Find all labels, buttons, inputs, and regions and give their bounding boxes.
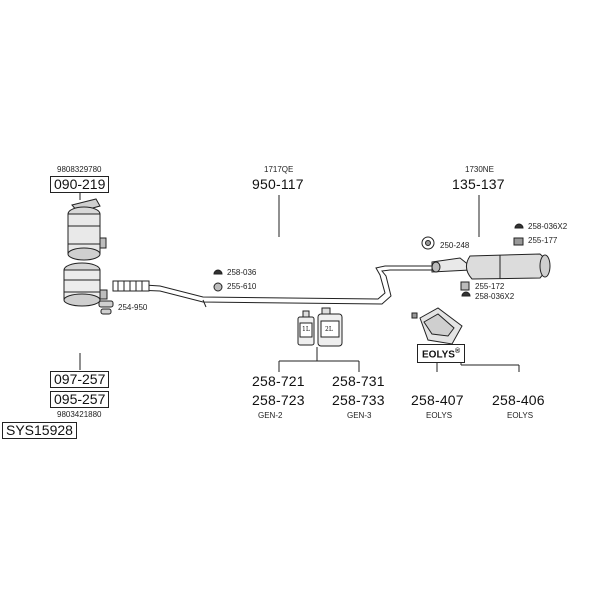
rear-silencer-drawing <box>431 253 551 280</box>
additive-gen3-part-b[interactable]: 258-733 <box>332 392 385 408</box>
eolys-bag-drawing <box>411 307 463 345</box>
fitting-258-036x2-top[interactable]: 258-036X2 <box>528 222 568 231</box>
eolys-part-b[interactable]: 258-406 <box>492 392 545 408</box>
fitting-255-172[interactable]: 255-172 <box>475 282 505 291</box>
eolys-registered-mark: ® <box>454 348 461 355</box>
hanger-255-610-drawing <box>213 282 223 292</box>
eolys-badge: EOLYS® <box>417 344 466 364</box>
rear-silencer-ref: 1730NE <box>465 165 494 174</box>
catalyst-part-number[interactable]: 090-219 <box>50 176 110 193</box>
fitting-255-610[interactable]: 255-610 <box>227 282 257 291</box>
additive-gen3-caption: GEN-3 <box>347 411 372 420</box>
front-pipe-part-number[interactable]: 950-117 <box>252 176 304 192</box>
eolys-caption-a: EOLYS <box>426 411 453 420</box>
bottle-large-label: 2L <box>325 326 333 333</box>
front-pipe-ref: 1717QE <box>264 165 294 174</box>
rear-hangers-drawing <box>460 223 524 297</box>
clamp-250-248-drawing <box>421 236 435 250</box>
fitting-258-036x2-bottom[interactable]: 258-036X2 <box>475 292 515 301</box>
additive-gen2-part-a[interactable]: 258-721 <box>252 373 305 389</box>
eolys-badge-text: EOLYS <box>422 349 455 361</box>
system-code: SYS15928 <box>2 422 77 439</box>
hanger-258-036-drawing <box>213 269 223 275</box>
fitting-255-177[interactable]: 255-177 <box>528 236 558 245</box>
fitting-258-036[interactable]: 258-036 <box>227 268 257 277</box>
clamp-254-950-drawing <box>98 300 114 315</box>
additive-gen2-part-b[interactable]: 258-723 <box>252 392 305 408</box>
fitting-250-248[interactable]: 250-248 <box>440 241 470 250</box>
additive-gen3-part-a[interactable]: 258-731 <box>332 373 385 389</box>
dpf-drawing <box>63 262 108 307</box>
eolys-caption-b: EOLYS <box>507 411 534 420</box>
bottle-small-label: 1L <box>302 326 310 333</box>
front-pipe-drawing <box>112 265 432 308</box>
dpf-part-number-b[interactable]: 095-257 <box>50 391 110 408</box>
fitting-254-950[interactable]: 254-950 <box>118 303 148 312</box>
additive-bottles-drawing <box>297 307 343 347</box>
catalyst-drawing <box>67 198 107 261</box>
rear-silencer-part-number[interactable]: 135-137 <box>452 176 505 192</box>
catalyst-ref: 9808329780 <box>57 165 102 174</box>
dpf-part-number-a[interactable]: 097-257 <box>50 371 110 388</box>
dpf-ref: 9803421880 <box>57 410 102 419</box>
eolys-part-a[interactable]: 258-407 <box>411 392 464 408</box>
additive-gen2-caption: GEN-2 <box>258 411 283 420</box>
